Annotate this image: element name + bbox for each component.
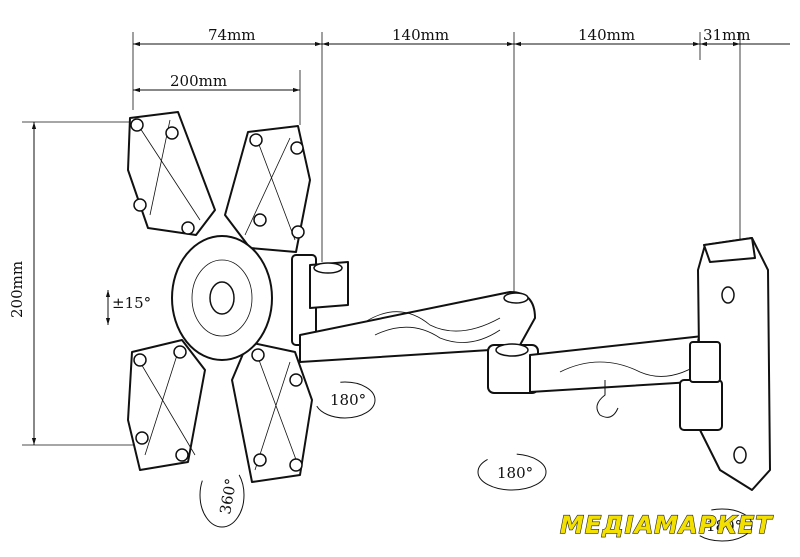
dimension-label-74mm: 74mm xyxy=(208,26,256,44)
tilt-label: ±15° xyxy=(112,294,151,312)
vesa-bolt-holes xyxy=(130,118,305,472)
rotation-indicators xyxy=(105,290,753,542)
wall-bracket xyxy=(679,237,771,491)
arm-swivel-label: 180° xyxy=(497,464,533,482)
dimension-lines xyxy=(22,32,790,446)
dimension-label-140mm-first: 140mm xyxy=(392,26,449,44)
wall-swivel-label: 180° xyxy=(706,517,742,535)
plate-rotation-label: 360° xyxy=(216,477,240,516)
second-arm xyxy=(487,334,730,418)
store-logo-watermark: МЕДІАМАРКЕТ xyxy=(560,511,773,539)
vesa-plate xyxy=(127,111,313,483)
dimension-label-vesa-height: 200mm xyxy=(8,261,26,318)
dimension-label-140mm-second: 140mm xyxy=(578,26,635,44)
dimension-label-vesa-width: 200mm xyxy=(170,72,227,90)
dimension-label-31mm: 31mm xyxy=(703,26,751,44)
plate-swivel-label: 180° xyxy=(330,391,366,409)
